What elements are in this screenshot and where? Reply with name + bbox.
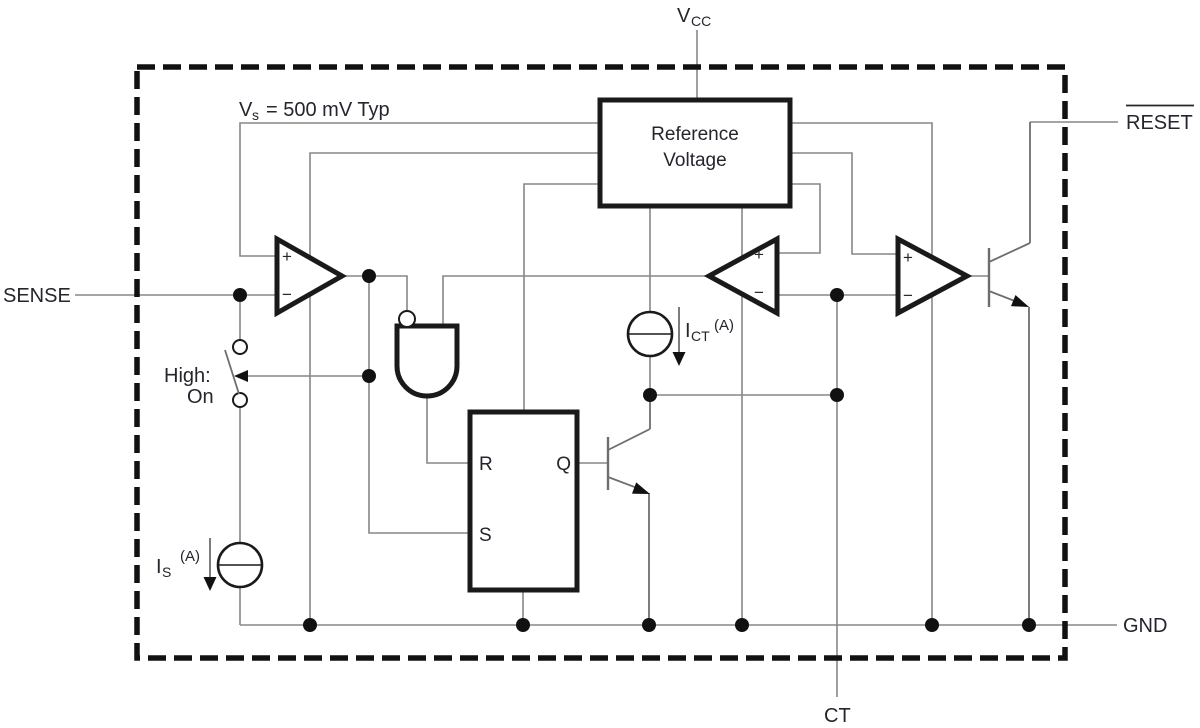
ref-to-sense-comp-wire (239, 122, 600, 257)
reset-comparator: + − (895, 234, 973, 318)
reset-pin-label: RESET (1126, 104, 1194, 134)
vcc-label-base: V (677, 5, 691, 27)
sense-comp-output-wire (248, 275, 470, 534)
junction-dot (925, 618, 939, 632)
and-output-wire (426, 396, 470, 464)
ref-to-reset-comp-wire (790, 152, 898, 255)
ct-comparator-minus: − (754, 283, 764, 302)
is-label-note: (A) (180, 548, 200, 565)
vs-label-base: V (239, 99, 253, 121)
npn-transistor-output (987, 248, 1029, 307)
junction-dot (735, 618, 749, 632)
gnd-pin-label: GND (1123, 615, 1167, 637)
transistor1-collector-wire (607, 395, 651, 451)
ct-comparator: + − (703, 234, 780, 318)
sense-comparator-minus: − (282, 285, 292, 304)
labels: V CC RESET SENSE GND CT V s = 500 mV Typ (3, 5, 1194, 727)
junction-dot (516, 618, 530, 632)
sr-latch: R S Q (467, 409, 580, 593)
is-arrow-icon (203, 577, 217, 591)
transistor2-collector-wire (988, 122, 1031, 263)
reset-label: RESET (1126, 112, 1193, 134)
junction-dot (643, 388, 657, 402)
chip-boundary (134, 64, 1068, 661)
junction-dots (233, 269, 1036, 632)
transistor2-emitter-arrow-icon (1010, 295, 1029, 307)
ct-pin-label: CT (824, 705, 851, 727)
is-label-sub: S (162, 564, 171, 580)
transistor2-emitter-wire (988, 290, 1030, 625)
ict-label: I (685, 320, 691, 342)
latch-s-label: S (479, 525, 492, 546)
junction-dot (830, 288, 844, 302)
reset-comparator-plus: + (903, 248, 913, 267)
ict-current-source: I CT (A) (626, 310, 734, 366)
transistor1-emitter-wire (607, 476, 650, 625)
reset-comparator-minus: − (903, 286, 913, 305)
wires (75, 30, 1118, 697)
sense-comparator: + − (274, 234, 348, 318)
and-gate (394, 310, 460, 399)
is-current-source: I S (A) (156, 541, 264, 591)
latch-q-label: Q (556, 454, 571, 475)
vs-annotation: V s = 500 mV Typ (239, 99, 390, 123)
sr-latch-box (467, 409, 580, 593)
and-gate-body (394, 323, 460, 399)
ct-comp-output-wire (442, 275, 709, 326)
switch-arrow-icon (234, 370, 248, 382)
junction-dot (362, 369, 376, 383)
switch-label-line2: On (187, 386, 214, 408)
vs-label-sub: s (252, 107, 259, 123)
junction-dot (362, 269, 376, 283)
vs-label-rest: = 500 mV Typ (266, 99, 390, 121)
inverter-bubble-icon (398, 310, 416, 328)
ref-ground-right-wire (790, 122, 933, 625)
ct-comparator-body (703, 234, 780, 318)
sense-comparator-plus: + (282, 247, 292, 266)
junction-dot (233, 288, 247, 302)
switch-label-line1: High: (164, 365, 211, 387)
vcc-pin-label: V CC (677, 5, 711, 29)
junction-dot (642, 618, 656, 632)
junction-dot (303, 618, 317, 632)
latch-r-label: R (479, 454, 493, 475)
reference-voltage-box (597, 97, 793, 209)
ict-label-sub: CT (691, 328, 710, 344)
switch-contact-bottom (232, 392, 248, 408)
ref-ground-left-wire (309, 152, 600, 625)
ct-comparator-plus: + (754, 245, 764, 264)
ict-label-note: (A) (714, 317, 734, 334)
sense-switch: High: On (164, 339, 248, 408)
sense-pin-label: SENSE (3, 285, 71, 307)
transistor1-emitter-arrow-icon (631, 482, 650, 494)
sense-comparator-body (274, 234, 348, 318)
junction-dot (830, 388, 844, 402)
ref-to-latch-wire (523, 183, 600, 412)
ict-arrow-icon (672, 352, 686, 366)
vcc-label-sub: CC (691, 13, 711, 29)
reference-voltage-block: Reference Voltage (597, 97, 793, 209)
is-label: I (156, 556, 162, 578)
ref-to-ct-comp-wire (777, 183, 821, 254)
reference-voltage-line2: Voltage (663, 150, 726, 171)
npn-transistor-middle (606, 437, 650, 494)
reference-voltage-line1: Reference (651, 124, 739, 145)
switch-contact-top (232, 339, 248, 355)
reset-comparator-body (895, 234, 973, 318)
junction-dot (1022, 618, 1036, 632)
switch-arm (224, 349, 240, 395)
